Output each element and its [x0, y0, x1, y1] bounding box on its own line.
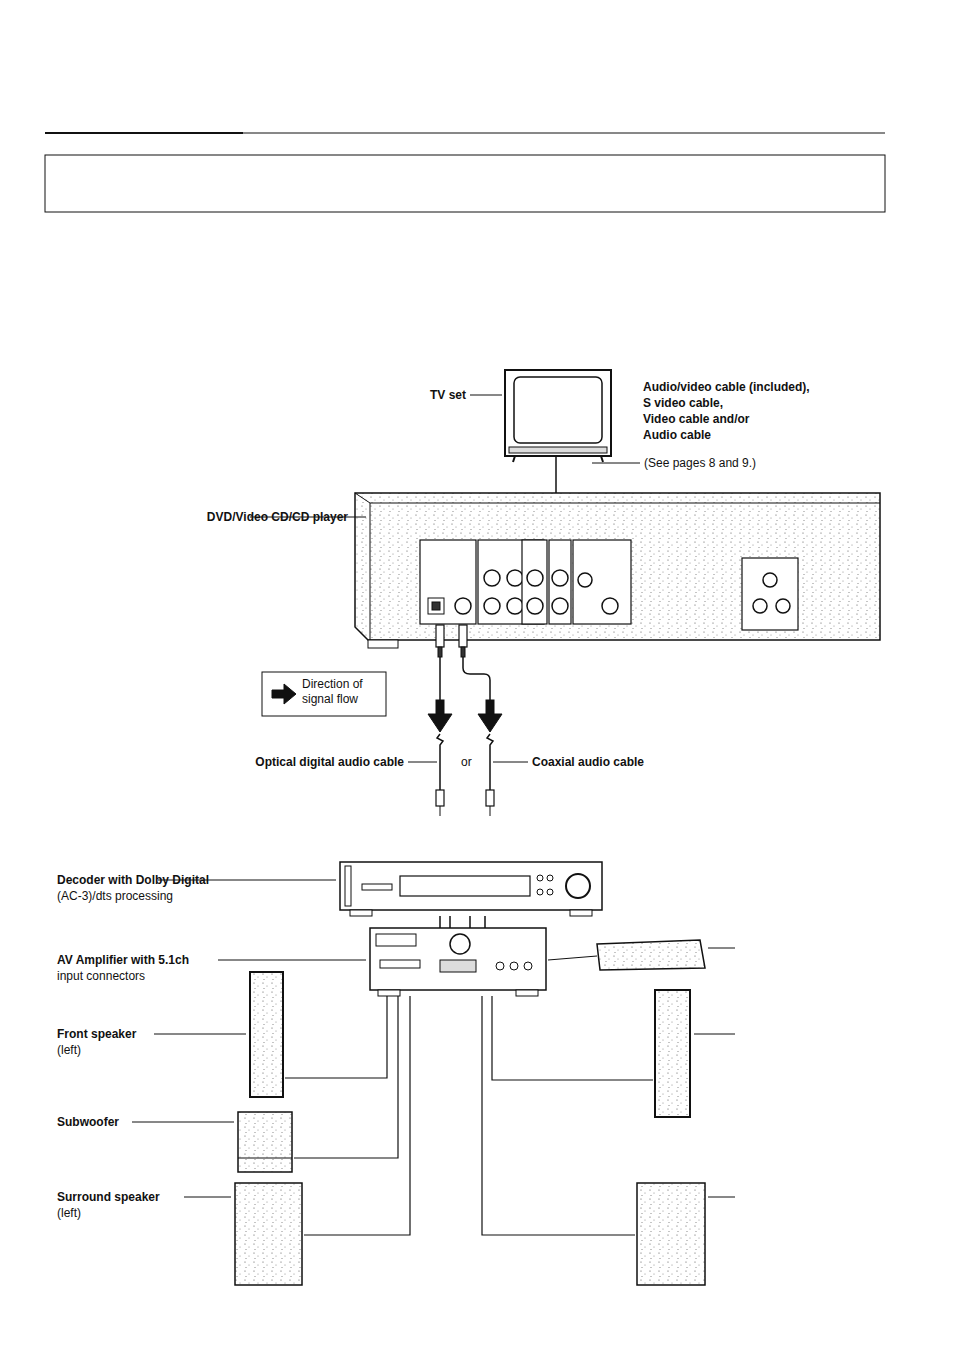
callout-label: Optical digital audio cable — [255, 755, 404, 769]
callout-label: Audio cable — [643, 428, 711, 442]
callout-label: Video cable and/or — [643, 412, 749, 426]
callout-label: Coaxial audio cable — [532, 755, 644, 769]
callout-label: input connectors — [57, 969, 145, 983]
callout-label: (AC-3)/dts processing — [57, 889, 173, 903]
callout-label: Audio/video cable (included), — [643, 380, 810, 394]
callout-label: or — [459, 755, 474, 769]
callout-label: (left) — [57, 1206, 81, 1220]
callout-label: TV set — [430, 388, 466, 402]
callout-label: Subwoofer — [57, 1115, 119, 1129]
legend-text: Direction of signal flow — [302, 677, 382, 707]
callout-label: Front speaker — [57, 1027, 136, 1041]
callout-label: AV Amplifier with 5.1ch — [57, 953, 189, 967]
callout-label: (left) — [57, 1043, 81, 1057]
callout-label: DVD/Video CD/CD player — [207, 510, 348, 524]
callout-label: S video cable, — [643, 396, 723, 410]
callout-label: (See pages 8 and 9.) — [644, 456, 756, 470]
callout-label: Surround speaker — [57, 1190, 160, 1204]
callout-label: Decoder with Dolby Digital — [57, 873, 209, 887]
